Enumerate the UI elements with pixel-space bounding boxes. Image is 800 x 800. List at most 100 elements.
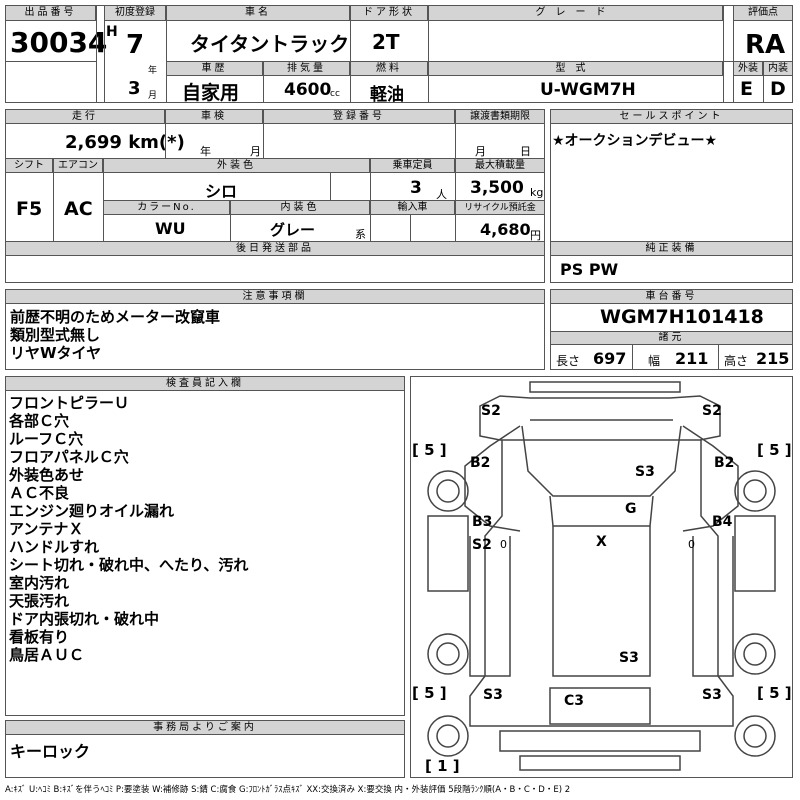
tire-front-left: [ 5 ]	[412, 441, 447, 459]
damage-code-0-right: 0	[688, 538, 695, 551]
fuel-header: 燃料	[350, 61, 428, 76]
damage-code-0-left: 0	[500, 538, 507, 551]
notice-lines: 前歴不明のためメーター改竄車 類別型式無し リヤWタイヤ	[10, 308, 220, 362]
color-no: WU	[155, 219, 186, 238]
truck-diagram-svg	[427, 381, 776, 771]
transfer-month-unit: 月	[475, 145, 486, 158]
first-reg-header: 初度登録	[104, 5, 166, 21]
capacity-header: 乗車定員	[370, 158, 455, 173]
displacement-unit: cc	[330, 89, 340, 99]
notice-line: 類別型式無し	[10, 326, 101, 344]
int-color-header: 内装色	[230, 200, 370, 215]
car-name: タイタントラック	[190, 32, 350, 56]
inspector-line: シート切れ・破れ中、へたり、汚れ	[9, 556, 249, 574]
tire-rear-right: [ 5 ]	[757, 684, 792, 702]
damage-code-s3-rear-left: S3	[483, 687, 503, 703]
width: 211	[675, 349, 709, 368]
recycle-header: リサイクル預託金	[455, 200, 545, 215]
mileage: 2,699 km(*)	[65, 132, 185, 153]
first-reg-month: 3	[128, 78, 141, 99]
inspector-lines: フロントピラーＵ 各部Ｃ穴 ルーフＣ穴 フロアパネルＣ穴 外装色あせ ＡＣ不良 …	[9, 394, 248, 664]
equipment-header: 純正装備	[550, 241, 793, 256]
exterior-grade: E	[740, 78, 753, 100]
recycle: 4,680	[480, 220, 531, 239]
inspector-line: 各部Ｃ穴	[9, 412, 70, 430]
score: RA	[745, 30, 786, 60]
chassis-number: WGM7H101418	[600, 306, 764, 328]
lot-no-header: 出品番号	[5, 5, 96, 21]
inspector-line: フロアパネルＣ穴	[9, 448, 129, 466]
damage-code-s2-mid-left: S2	[472, 537, 492, 553]
inspector-line: ドア内張切れ・破れ中	[9, 610, 160, 628]
inspector-line: アンテナＸ	[9, 520, 84, 538]
displacement: 4600	[284, 80, 332, 100]
interior-grade: D	[770, 78, 786, 100]
capacity: 3	[410, 178, 422, 198]
load-unit: kg	[530, 186, 544, 199]
int-color: グレー	[270, 221, 316, 239]
inspector-header: 検査員記入欄	[5, 376, 405, 391]
notice-line: 前歴不明のためメーター改竄車	[10, 308, 221, 326]
damage-code-s3-roof: S3	[635, 464, 655, 480]
damage-code-s3-floor: S3	[619, 650, 639, 666]
inspector-line: ルーフＣ穴	[9, 430, 84, 448]
ac: AC	[64, 198, 93, 220]
shift: F5	[16, 198, 43, 220]
int-color-unit: 系	[355, 228, 366, 241]
office-header: 事務局よりご案内	[5, 720, 405, 735]
damage-code-s2-front-right: S2	[702, 403, 722, 419]
history-header: 車歴	[166, 61, 263, 76]
equipment: PS PW	[560, 260, 619, 279]
capacity-unit: 人	[436, 188, 447, 201]
shift-header: シフト	[5, 158, 53, 173]
inspector-line: 天張汚れ	[9, 592, 70, 610]
inspector-line: エンジン廻りオイル漏れ	[9, 502, 175, 520]
inspector-line: 外装色あせ	[9, 466, 85, 484]
inspection-month-unit: 月	[250, 145, 261, 158]
later-parts-header: 後日発送部品	[5, 241, 545, 256]
inspector-line: 室内汚れ	[9, 574, 70, 592]
score-header: 評価点	[733, 5, 793, 21]
damage-code-b3: B3	[472, 514, 493, 530]
sales-point: ★オークションデビュー★	[552, 133, 718, 149]
mileage-header: 走行	[5, 109, 165, 124]
era: H	[106, 24, 118, 40]
year-unit: 年	[148, 66, 158, 76]
month-unit: 月	[148, 91, 158, 101]
tire-rear-left: [ 5 ]	[412, 684, 447, 702]
transfer-header: 譲渡書類期限	[455, 109, 545, 124]
color-header: 外装色	[103, 158, 370, 173]
length-label: 長さ	[556, 354, 581, 368]
height: 215	[756, 349, 790, 368]
damage-code-x: X	[596, 534, 607, 550]
inspection-year-unit: 年	[200, 145, 211, 158]
color: シロ	[205, 182, 238, 201]
damage-code-g: G	[625, 501, 637, 517]
load: 3,500	[470, 178, 524, 198]
history: 自家用	[182, 82, 240, 104]
car-name-header: 車名	[166, 5, 350, 21]
model-header: 型式	[428, 61, 723, 76]
width-label: 幅	[648, 354, 661, 368]
color-no-header: カラーNo.	[103, 200, 230, 215]
inspector-line: フロントピラーＵ	[9, 394, 130, 412]
inspector-line: ＡＣ不良	[9, 484, 70, 502]
tire-front-right: [ 5 ]	[757, 441, 792, 459]
height-label: 高さ	[724, 354, 749, 368]
model: U-WGM7H	[540, 80, 636, 100]
damage-code-b2-left: B2	[470, 455, 491, 471]
door-header: ドア形状	[350, 5, 428, 21]
damage-code-s2-front-left: S2	[481, 403, 501, 419]
exterior-header: 外装	[733, 61, 763, 76]
spec-header: 諸元	[550, 331, 793, 345]
import-header: 輸入車	[370, 200, 455, 215]
door-type: 2T	[372, 30, 400, 54]
inspection-header: 車検	[165, 109, 263, 124]
chassis-header: 車台番号	[550, 289, 793, 304]
damage-code-b2-right: B2	[714, 455, 735, 471]
damage-code-b4: B4	[712, 514, 733, 530]
ac-header: エアコン	[53, 158, 103, 173]
vehicle-diagram	[410, 376, 793, 778]
reg-no-header: 登録番号	[263, 109, 455, 124]
notice-line: リヤWタイヤ	[10, 344, 102, 362]
